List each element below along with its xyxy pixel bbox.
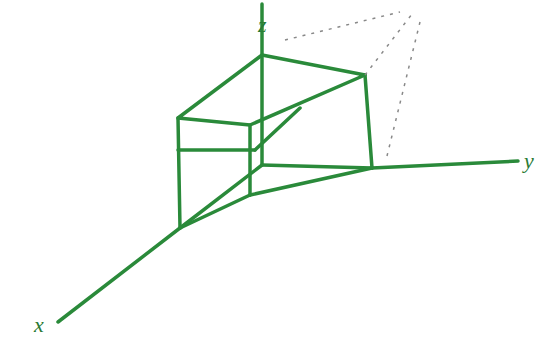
axis-label: y bbox=[524, 150, 534, 172]
cube-edge bbox=[255, 108, 300, 150]
cube-top-face bbox=[178, 55, 365, 125]
cube-edge bbox=[262, 165, 372, 168]
cube-edge bbox=[250, 168, 372, 195]
x-axis bbox=[58, 228, 180, 322]
cube-edge bbox=[365, 75, 372, 168]
axis-label: z bbox=[258, 14, 267, 36]
cube-edge bbox=[178, 118, 180, 228]
projection-lines bbox=[285, 12, 420, 160]
cube-edge bbox=[248, 125, 252, 195]
y-axis bbox=[372, 161, 518, 168]
cube-edge bbox=[180, 165, 262, 228]
axis-label: x bbox=[34, 314, 44, 336]
cube-edge bbox=[178, 148, 255, 152]
